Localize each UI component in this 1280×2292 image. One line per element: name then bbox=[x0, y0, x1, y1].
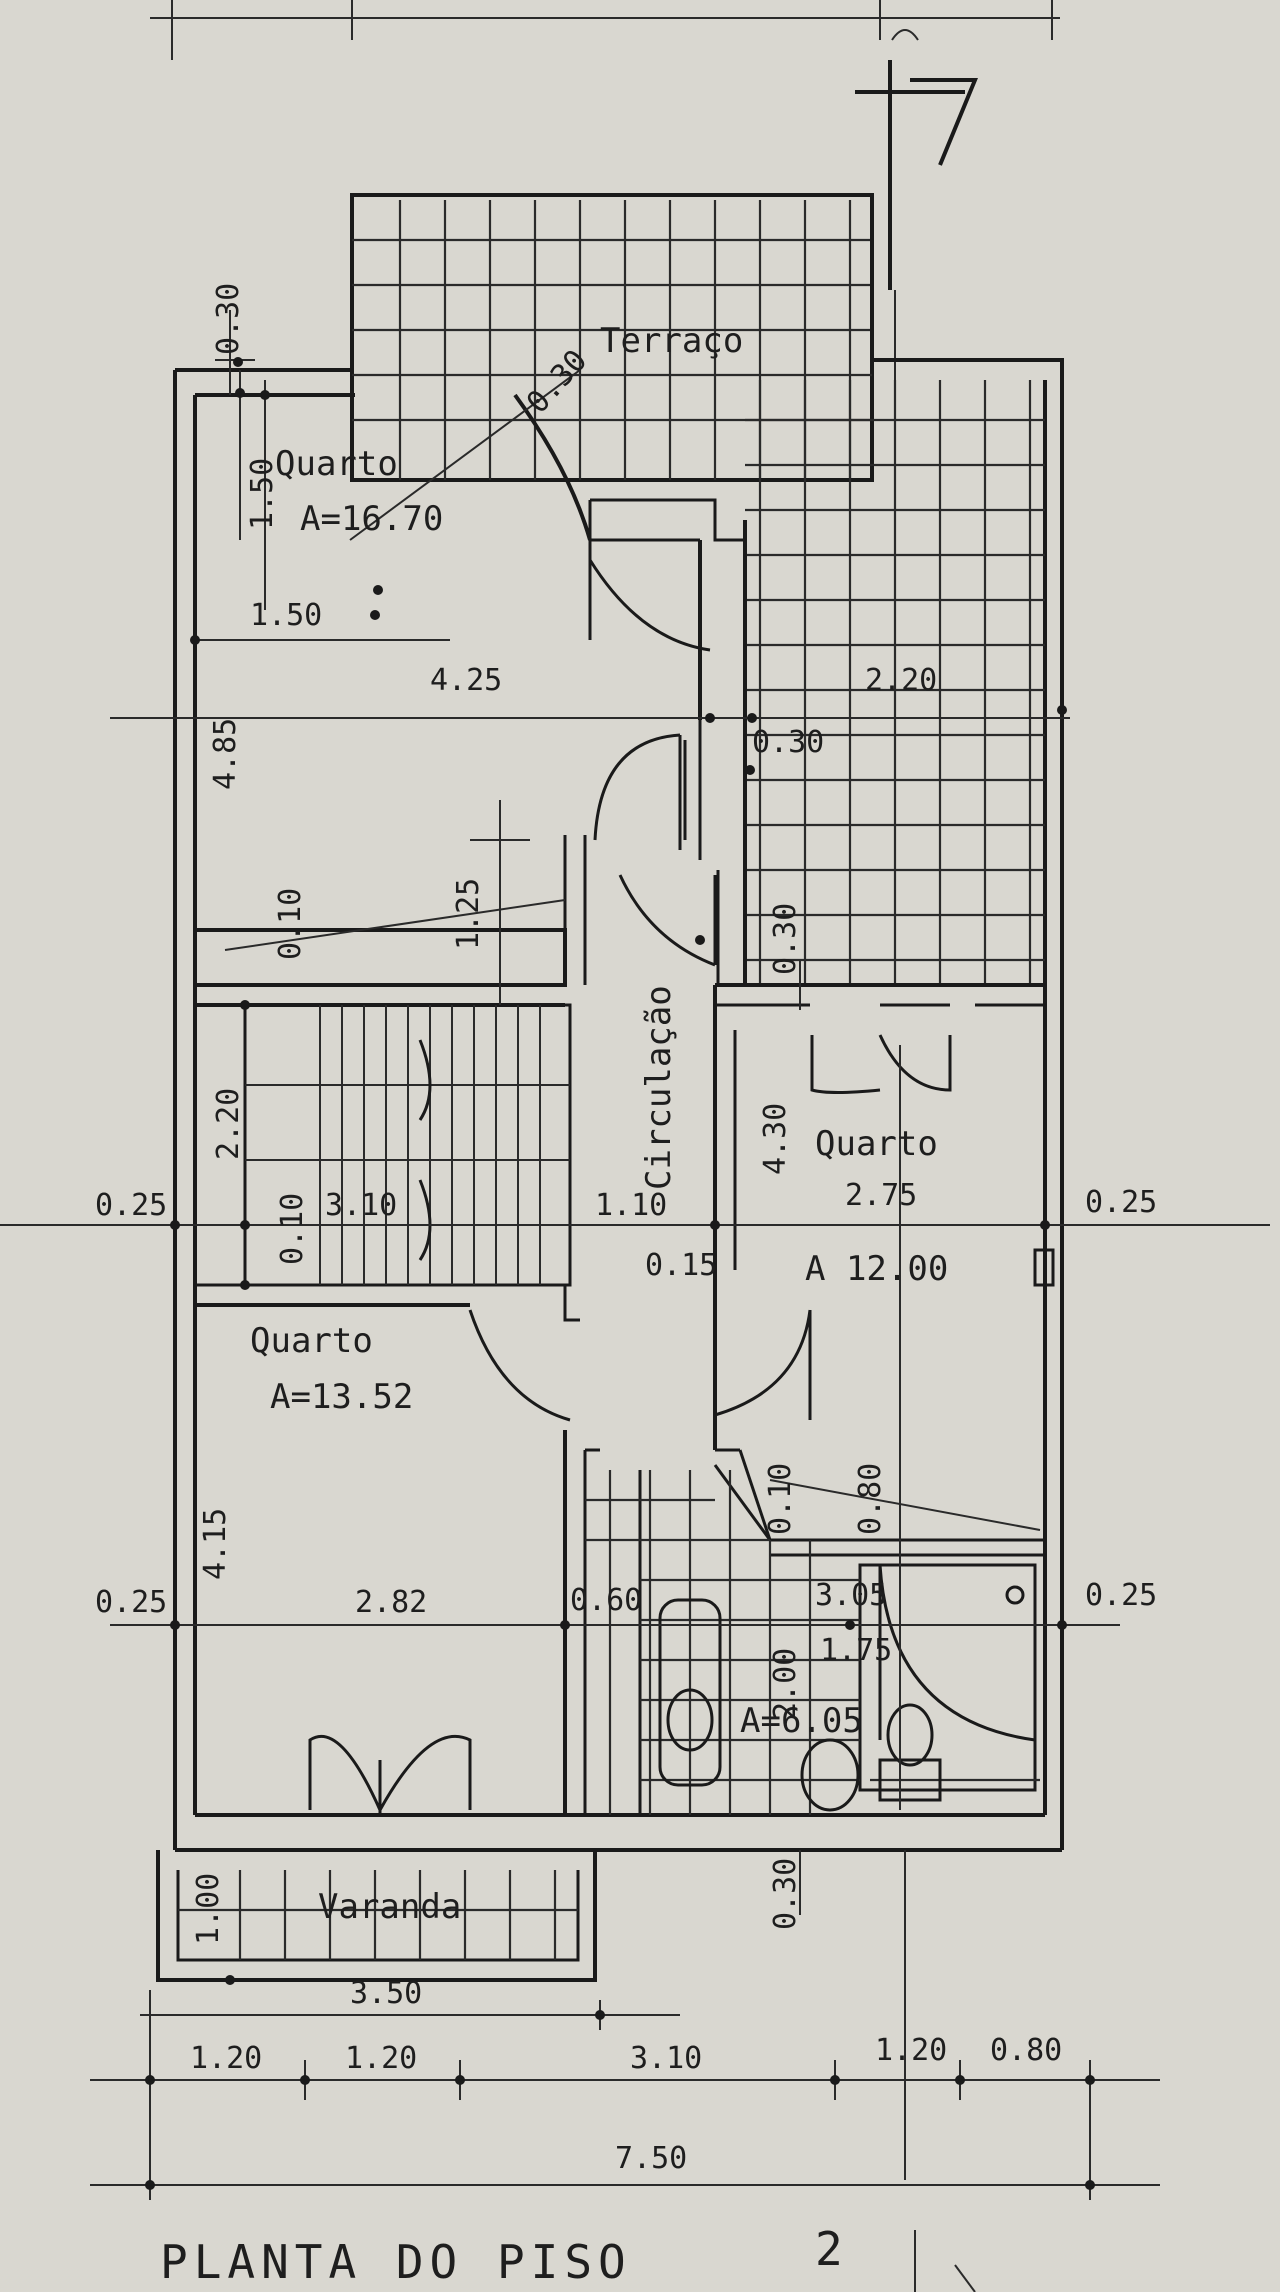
varanda bbox=[156, 1850, 597, 1982]
dim-label: 0.30 bbox=[768, 1858, 803, 1930]
dim-label: 0.10 bbox=[273, 888, 308, 960]
dim-label: 1.20 bbox=[190, 2041, 262, 2076]
dim-label: 7.50 bbox=[615, 2141, 687, 2176]
terrace-right-tiles bbox=[745, 380, 1045, 985]
dim-label: 0.25 bbox=[95, 1585, 167, 1620]
dimension-dots bbox=[145, 357, 1095, 2190]
dim-label: 3.10 bbox=[630, 2041, 702, 2076]
dim-label: 3.50 bbox=[350, 1976, 422, 2011]
north-arrow bbox=[855, 29, 978, 390]
dim-label: 2.82 bbox=[355, 1585, 427, 1620]
dimension-labels: 0.30 1.50 1.50 0.30 4.25 2.20 4.85 0.30 … bbox=[95, 283, 1157, 2176]
dim-label: 4.30 bbox=[758, 1103, 793, 1175]
doors bbox=[308, 500, 1036, 1815]
dim-label: 0.80 bbox=[853, 1463, 888, 1535]
dim-label: 2.75 bbox=[845, 1178, 917, 1213]
dim-label: 0.60 bbox=[570, 1583, 642, 1618]
top-dimension-line bbox=[150, 0, 1060, 60]
dim-label: 0.25 bbox=[1085, 1185, 1157, 1220]
room-labels: Terraço Quarto A=16.70 Circulação Quarto… bbox=[250, 321, 948, 1927]
dim-label: 0.25 bbox=[95, 1188, 167, 1223]
dim-label: 0.30 bbox=[752, 725, 824, 760]
quarto-2-label: Quarto bbox=[815, 1124, 938, 1164]
quarto-1-label: Quarto bbox=[275, 444, 398, 484]
dim-label: 4.85 bbox=[208, 718, 243, 790]
quarto-3-label: Quarto bbox=[250, 1321, 373, 1361]
dim-label: 3.10 bbox=[325, 1188, 397, 1223]
dim-label: 1.75 bbox=[820, 1633, 892, 1668]
staircase bbox=[243, 1003, 572, 1287]
quarto-1-area: A=16.70 bbox=[300, 499, 443, 539]
dim-label: 0.10 bbox=[763, 1463, 798, 1535]
floor-number: 2 bbox=[815, 2222, 849, 2276]
dim-label: 0.80 bbox=[990, 2033, 1062, 2068]
plan-title: PLANTA DO PISO bbox=[160, 2235, 632, 2289]
dim-label: 0.10 bbox=[275, 1193, 310, 1265]
dim-label: 1.00 bbox=[191, 1873, 226, 1945]
dim-label: 0.30 bbox=[211, 283, 246, 355]
terrace bbox=[350, 193, 874, 482]
dim-label: 4.25 bbox=[430, 663, 502, 698]
wc-area: A=6.05 bbox=[740, 1701, 863, 1741]
dim-label: 0.30 bbox=[520, 343, 594, 420]
dim-label: 0.15 bbox=[645, 1248, 717, 1283]
quarto-2-area: A 12.00 bbox=[805, 1249, 948, 1289]
dim-label: 3.05 bbox=[815, 1578, 887, 1613]
dim-label: 2.00 bbox=[768, 1648, 803, 1720]
dim-label: 1.20 bbox=[875, 2033, 947, 2068]
dim-label: 1.10 bbox=[595, 1188, 667, 1223]
dim-label: 0.25 bbox=[1085, 1578, 1157, 1613]
dim-label: 1.25 bbox=[451, 878, 486, 950]
varanda-label: Varanda bbox=[318, 1887, 461, 1927]
circulacao-label: Circulação bbox=[639, 985, 679, 1190]
terraco-label: Terraço bbox=[600, 321, 743, 361]
dim-label: 2.20 bbox=[865, 663, 937, 698]
dim-label: 2.20 bbox=[211, 1088, 246, 1160]
dimension-lines bbox=[0, 310, 1270, 2292]
dim-label: 0.30 bbox=[768, 903, 803, 975]
quarto-3-area: A=13.52 bbox=[270, 1377, 413, 1417]
dim-label: 1.50 bbox=[250, 598, 322, 633]
bathroom bbox=[585, 1248, 1055, 1815]
dim-label: 1.50 bbox=[245, 458, 280, 530]
dim-label: 1.20 bbox=[345, 2041, 417, 2076]
dim-label: 4.15 bbox=[198, 1508, 233, 1580]
